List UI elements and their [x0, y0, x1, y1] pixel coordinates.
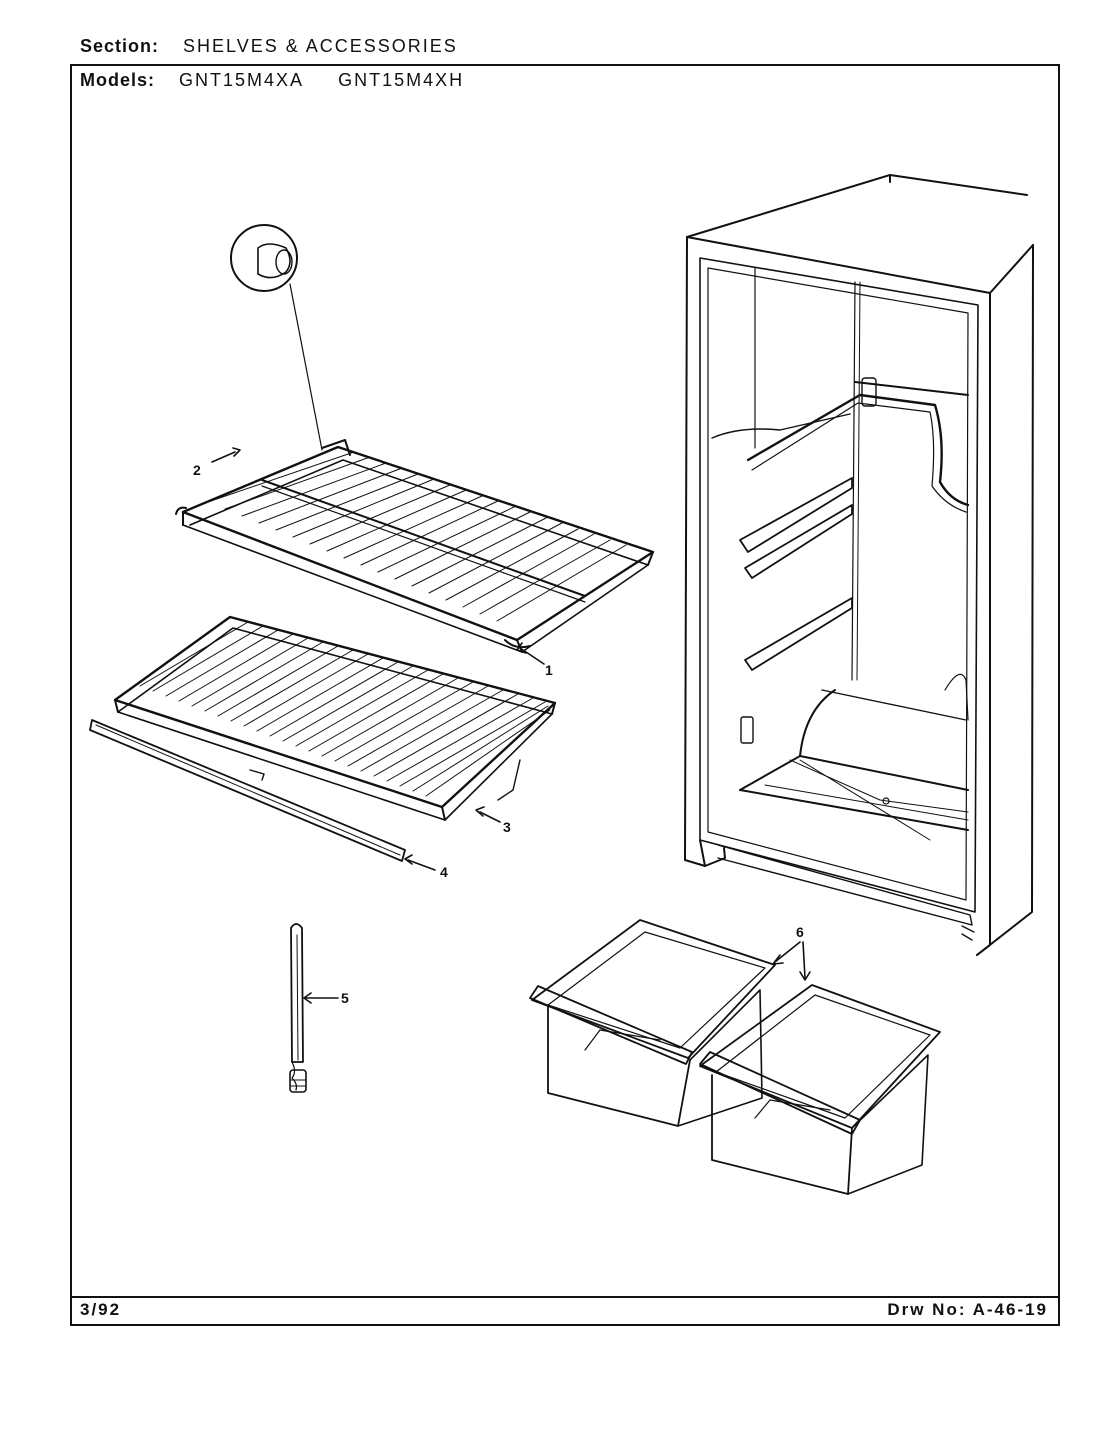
drawing-number: Drw No: A-46-19: [887, 1300, 1048, 1319]
footer-rule: [72, 1296, 1058, 1298]
wire-shelf-icon: [175, 439, 655, 653]
callout-1: 1: [545, 662, 553, 678]
section-label: Section:: [80, 36, 160, 56]
models-header: Models: GNT15M4XA GNT15M4XH: [80, 70, 464, 91]
crisper-drawer-icon: [529, 919, 941, 1195]
leader-lines: [211, 447, 811, 1004]
section-header: Section: SHELVES & ACCESSORIES: [80, 36, 458, 57]
callout-4: 4: [440, 864, 448, 880]
drawing-frame: 3/92 Drw No: A-46-19: [70, 64, 1060, 1326]
callout-3: 3: [503, 819, 511, 835]
support-rod-icon: [289, 923, 307, 1093]
models-label: Models:: [80, 70, 156, 90]
callout-6: 6: [796, 924, 804, 940]
callout-5: 5: [341, 990, 349, 1006]
section-value: SHELVES & ACCESSORIES: [183, 36, 458, 56]
footer-date: 3/92: [80, 1300, 122, 1319]
crisper-cover-icon: [113, 615, 557, 821]
refrigerator-cabinet-icon: [684, 174, 1034, 956]
callout-2: 2: [193, 462, 201, 478]
model-number: GNT15M4XH: [338, 70, 465, 90]
model-number: GNT15M4XA: [179, 70, 305, 90]
trim-bar-icon: [89, 719, 406, 862]
end-cap-icon: [230, 224, 323, 451]
